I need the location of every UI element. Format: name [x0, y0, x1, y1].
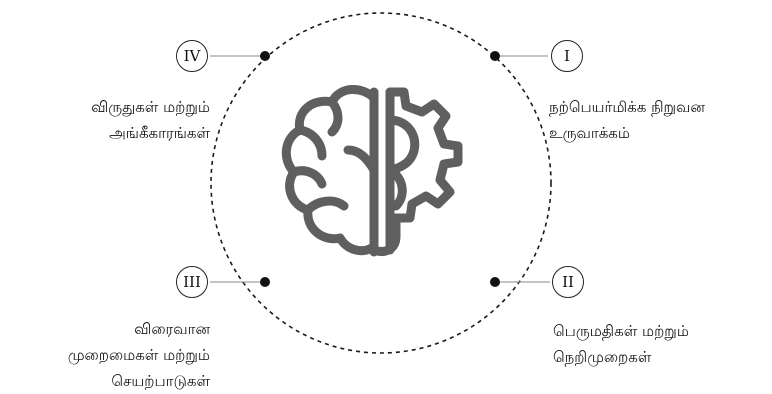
item-label-3-line-3: செயற்பாடுகள் — [111, 372, 210, 390]
item-label-3-line-2: முறைமைகள் மற்றும் — [67, 346, 210, 364]
numeral-badge-4: IV — [176, 40, 208, 72]
item-label-1-line-2: உருவாக்கம் — [549, 124, 630, 142]
ring-dot-2 — [490, 277, 500, 287]
item-label-4-line-1: விருதுகள் மற்றும் — [91, 98, 210, 116]
item-label-3-line-1: விரைவான — [134, 320, 210, 338]
item-label-1-line-1: நற்பெயர்மிக்க நிறுவன — [549, 98, 705, 116]
dashed-ring — [210, 12, 552, 354]
item-label-2: பெருமதிகள் மற்றும் நெறிமுறைகள் — [553, 318, 689, 370]
ring-dot-4 — [260, 51, 270, 61]
item-label-3: விரைவான முறைமைகள் மற்றும் செயற்பாடுகள் — [68, 316, 210, 394]
ring-dot-3 — [260, 277, 270, 287]
item-label-1: நற்பெயர்மிக்க நிறுவன உருவாக்கம் — [549, 94, 705, 146]
numeral-badge-3: III — [176, 266, 208, 298]
ring-dot-1 — [490, 51, 500, 61]
item-label-4: விருதுகள் மற்றும் அங்கீகாரங்கள் — [91, 94, 210, 146]
numeral-badge-1: I — [551, 40, 583, 72]
numeral-badge-2: II — [552, 266, 584, 298]
brain-gear-icon — [281, 85, 463, 257]
item-label-2-line-1: பெருமதிகள் மற்றும் — [553, 322, 689, 340]
item-label-4-line-2: அங்கீகாரங்கள் — [109, 124, 210, 142]
item-label-2-line-2: நெறிமுறைகள் — [553, 348, 652, 366]
